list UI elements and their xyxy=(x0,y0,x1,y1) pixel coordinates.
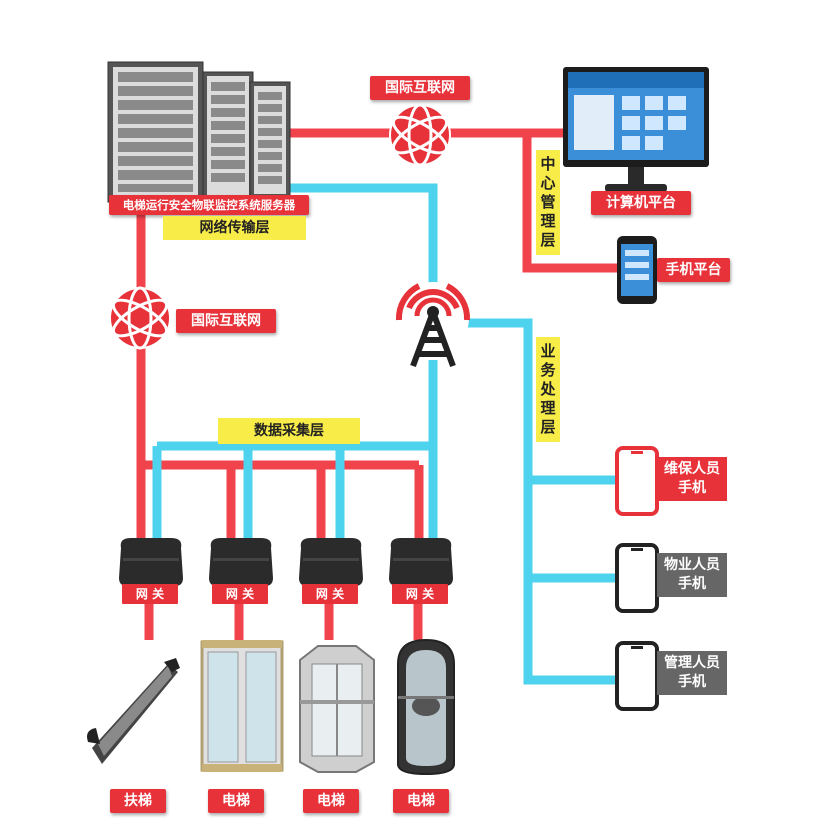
gateway-label-1: 网 关 xyxy=(122,584,178,604)
internet-top-label: 国际互联网 xyxy=(370,76,470,100)
computer-platform-label: 计算机平台 xyxy=(591,191,691,215)
device-label-elevator-1: 电梯 xyxy=(208,789,264,813)
blue-drops xyxy=(152,446,345,545)
data-layer-label: 数据采集层 xyxy=(218,418,360,444)
terminal-label-maintenance: 维保人员手机 xyxy=(657,457,727,501)
internet-globe-icon-top xyxy=(389,103,451,167)
gateway-label-2: 网 关 xyxy=(212,584,268,604)
center-layer-label: 中心管理层 xyxy=(536,150,560,255)
connection-lines xyxy=(136,128,620,685)
network-layer-label: 网络传输层 xyxy=(163,216,306,240)
elevator-cabin-glass-icon xyxy=(200,640,284,772)
manager-phone-icon xyxy=(615,641,659,711)
gateway-label-4: 网 关 xyxy=(392,584,448,604)
elevator-cabin-steel-icon xyxy=(299,645,375,773)
escalator-icon xyxy=(87,658,180,764)
device-label-elevator-3: 电梯 xyxy=(393,789,449,813)
terminal-label-property: 物业人员手机 xyxy=(657,553,727,597)
device-label-elevator-2: 电梯 xyxy=(303,789,359,813)
server-label: 电梯运行安全物联监控系统服务器 xyxy=(109,195,309,215)
red-drops xyxy=(136,465,424,545)
gateway-label-3: 网 关 xyxy=(302,584,358,604)
elevator-cabin-panoramic-icon xyxy=(397,638,455,776)
signal-tower-icon xyxy=(395,282,471,368)
red-device-links xyxy=(144,600,423,640)
property-phone-icon xyxy=(615,543,659,613)
phone-platform-label: 手机平台 xyxy=(657,258,730,282)
maintenance-phone-icon xyxy=(615,446,659,516)
smartphone-icon xyxy=(617,236,657,304)
gateway-device-icons xyxy=(119,538,453,586)
computer-monitor-icon xyxy=(563,67,709,192)
device-label-escalator: 扶梯 xyxy=(110,789,166,813)
server-rack-icon xyxy=(107,61,291,203)
terminal-label-manager: 管理人员手机 xyxy=(657,651,727,695)
business-layer-label: 业务处理层 xyxy=(536,337,560,442)
internet-globe-icon-left xyxy=(109,286,171,350)
blue-link-business xyxy=(468,318,620,685)
internet-left-label: 国际互联网 xyxy=(176,309,276,333)
